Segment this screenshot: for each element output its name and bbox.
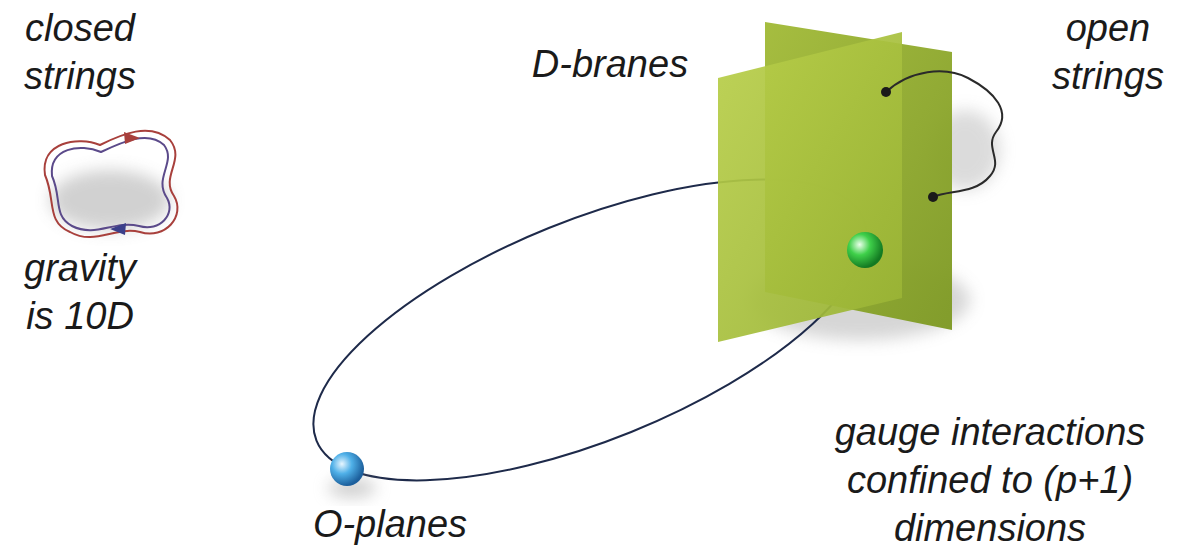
string-shadow xyxy=(50,170,170,230)
arrowhead xyxy=(124,132,140,144)
string-endpoint xyxy=(881,87,891,97)
closed-string xyxy=(52,138,170,230)
label: gauge interactions confined to (p+1) dim… xyxy=(825,408,1155,552)
label: closed strings xyxy=(5,4,155,100)
brane-sphere xyxy=(847,232,883,268)
closed-string xyxy=(45,131,178,237)
label: gravity is 10D xyxy=(10,244,150,340)
label: O-planes xyxy=(280,500,500,548)
label: open strings xyxy=(1033,4,1183,100)
open-string xyxy=(886,71,1002,197)
o-plane-sphere xyxy=(330,452,364,486)
label: D-branes xyxy=(480,40,740,88)
arrowhead xyxy=(110,223,126,235)
d-brane xyxy=(718,32,902,342)
string-endpoint xyxy=(928,192,938,202)
